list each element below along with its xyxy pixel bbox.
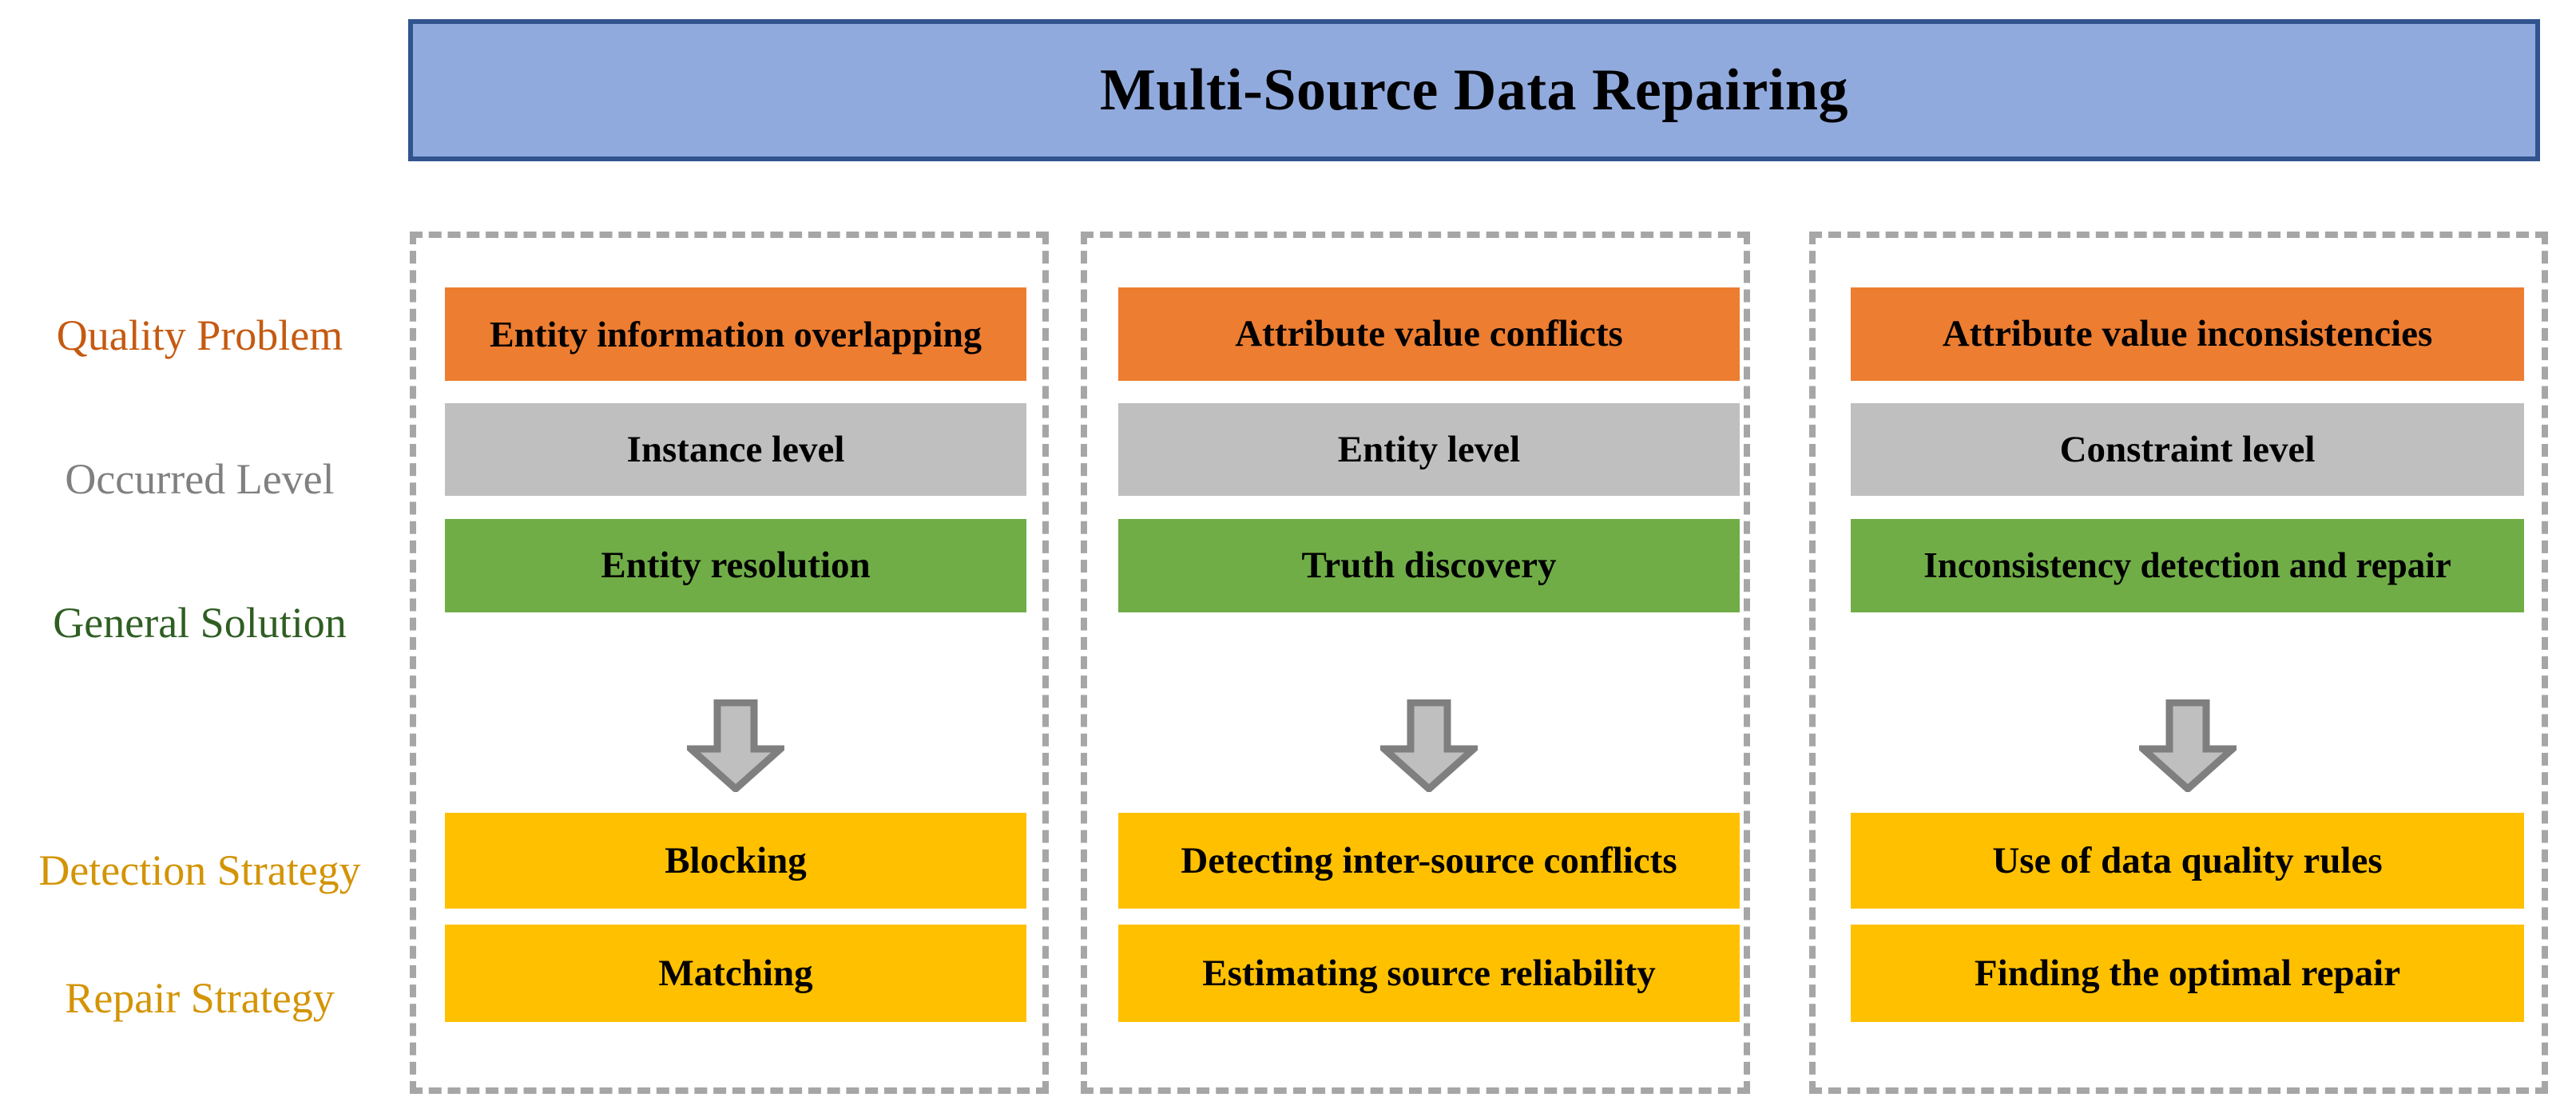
cell-col2-repair-strategy[interactable]: Estimating source reliability [1118,925,1740,1022]
column-frame-2 [1081,232,1750,1094]
row-label-detection-strategy: Detection Strategy [38,846,361,894]
cell-col3-general-solution[interactable]: Inconsistency detection and repair [1851,519,2524,612]
cell-col3-detection-strategy[interactable]: Use of data quality rules [1851,813,2524,909]
down-arrow-icon-col2 [1380,699,1478,792]
cell-col2-detection-strategy[interactable]: Detecting inter-source conflicts [1118,813,1740,909]
row-label-general-solution: General Solution [53,599,347,647]
down-arrow-icon-col1 [687,699,784,792]
cell-col2-quality-problem[interactable]: Attribute value conflicts [1118,287,1740,381]
cell-col1-occurred-level[interactable]: Instance level [445,403,1026,496]
cell-col3-repair-strategy[interactable]: Finding the optimal repair [1851,925,2524,1022]
down-arrow-icon-col3 [2139,699,2237,792]
cell-col1-quality-problem[interactable]: Entity information overlapping [445,287,1026,381]
column-frame-3 [1809,232,2548,1094]
cell-col1-general-solution[interactable]: Entity resolution [445,519,1026,612]
title-banner: Multi-Source Data Repairing [408,19,2540,161]
cell-col1-repair-strategy[interactable]: Matching [445,925,1026,1022]
cell-col3-occurred-level[interactable]: Constraint level [1851,403,2524,496]
row-label-occurred-level: Occurred Level [65,455,335,503]
row-label-quality-problem: Quality Problem [56,311,343,359]
cell-col2-general-solution[interactable]: Truth discovery [1118,519,1740,612]
cell-col1-detection-strategy[interactable]: Blocking [445,813,1026,909]
cell-col3-quality-problem[interactable]: Attribute value inconsistencies [1851,287,2524,381]
row-label-repair-strategy: Repair Strategy [65,974,335,1022]
page-title: Multi-Source Data Repairing [1099,57,1849,123]
column-frame-1 [410,232,1049,1094]
cell-col2-occurred-level[interactable]: Entity level [1118,403,1740,496]
